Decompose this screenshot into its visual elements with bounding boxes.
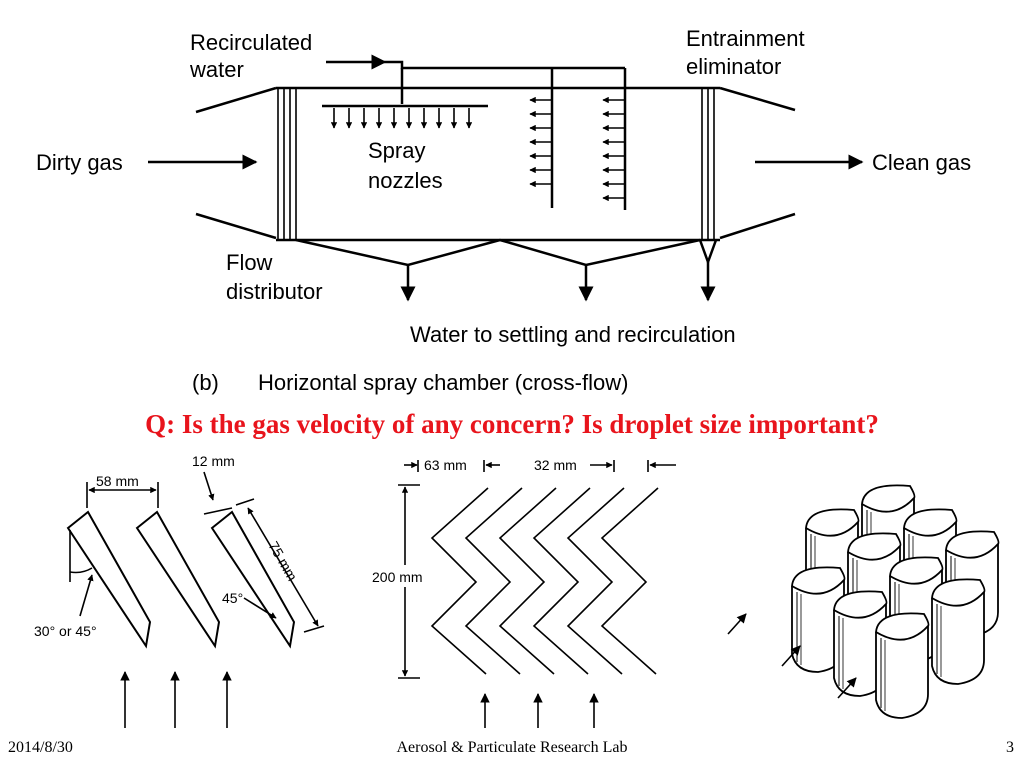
- label-entrainment-eliminator-2: eliminator: [686, 54, 781, 79]
- label-200mm: 200 mm: [372, 569, 423, 585]
- teardrop-tube: [875, 612, 930, 719]
- flow-distributor-plates: [277, 88, 297, 240]
- spray-nozzles: [330, 108, 473, 129]
- label-entrainment-eliminator-1: Entrainment: [686, 26, 805, 51]
- label-30-or-45deg: 30° or 45°: [34, 623, 97, 639]
- footer-page-number: 3: [1006, 739, 1014, 756]
- zigzag-eliminator-diagram: 63 mm 32 mm 200 mm: [368, 457, 676, 728]
- label-spray-nozzles-1: Spray: [368, 138, 425, 163]
- baffle-blade-diagram: 58 mm 12 mm 75 mm 45° 30° or 45°: [34, 453, 325, 728]
- label-recirculated-water-1: Recirculated: [190, 30, 312, 55]
- dimension-75mm: [247, 507, 319, 627]
- zigzag-plate: [600, 487, 659, 675]
- label-flow-distributor-1: Flow: [226, 250, 273, 275]
- zigzag-plate: [566, 487, 625, 675]
- outlet-cone: [719, 86, 796, 240]
- hopper-2: [499, 238, 701, 267]
- label-flow-distributor-2: distributor: [226, 279, 323, 304]
- label-12mm: 12 mm: [192, 453, 235, 469]
- zigzag-plate: [430, 487, 489, 675]
- label-spray-nozzles-2: nozzles: [368, 168, 443, 193]
- spray-chamber-diagram: Recirculated water Entrainment eliminato…: [36, 26, 971, 395]
- flow-arrow-diagonal-icon: [781, 645, 801, 667]
- caption-letter: (b): [192, 370, 219, 395]
- flow-arrow-diagonal-icon: [727, 613, 747, 635]
- zigzag-plate: [464, 487, 523, 675]
- inlet-cone: [195, 86, 277, 240]
- pointer-12mm: [203, 471, 215, 501]
- zigzag-plate: [532, 487, 591, 675]
- hopper-3: [698, 239, 718, 266]
- flow-arrow-diagonal-icon: [837, 677, 857, 699]
- teardrop-tube: [791, 566, 846, 673]
- entrainment-eliminator-plates: [701, 88, 715, 240]
- zigzag-plates: [430, 487, 659, 675]
- label-58mm: 58 mm: [96, 473, 139, 489]
- question-text: Q: Is the gas velocity of any concern? I…: [145, 409, 879, 439]
- label-clean-gas: Clean gas: [872, 150, 971, 175]
- label-75mm: 75 mm: [265, 539, 300, 584]
- baffle-blade-2: [135, 510, 221, 649]
- baffle-blade-1: [66, 510, 152, 649]
- spray-bank-2-jets: [602, 96, 625, 202]
- hopper-1: [295, 238, 501, 267]
- label-water-out: Water to settling and recirculation: [410, 322, 736, 347]
- label-recirculated-water-2: water: [189, 57, 244, 82]
- footer-date: 2014/8/30: [8, 739, 73, 756]
- zigzag-plate: [498, 487, 557, 675]
- spray-bank-1-jets: [529, 96, 552, 188]
- label-32mm: 32 mm: [534, 457, 577, 473]
- footer-lab: Aerosol & Particulate Research Lab: [396, 739, 627, 756]
- chamber-body: [276, 86, 720, 242]
- label-63mm: 63 mm: [424, 457, 467, 473]
- water-header-pipe: [385, 60, 625, 70]
- teardrop-tube: [931, 578, 986, 685]
- label-45deg: 45°: [222, 590, 243, 606]
- tube-bank-diagram: [791, 484, 1000, 719]
- teardrop-tube: [833, 590, 888, 697]
- caption-text: Horizontal spray chamber (cross-flow): [258, 370, 628, 395]
- label-dirty-gas: Dirty gas: [36, 150, 123, 175]
- baffle-blade-3: [210, 510, 296, 649]
